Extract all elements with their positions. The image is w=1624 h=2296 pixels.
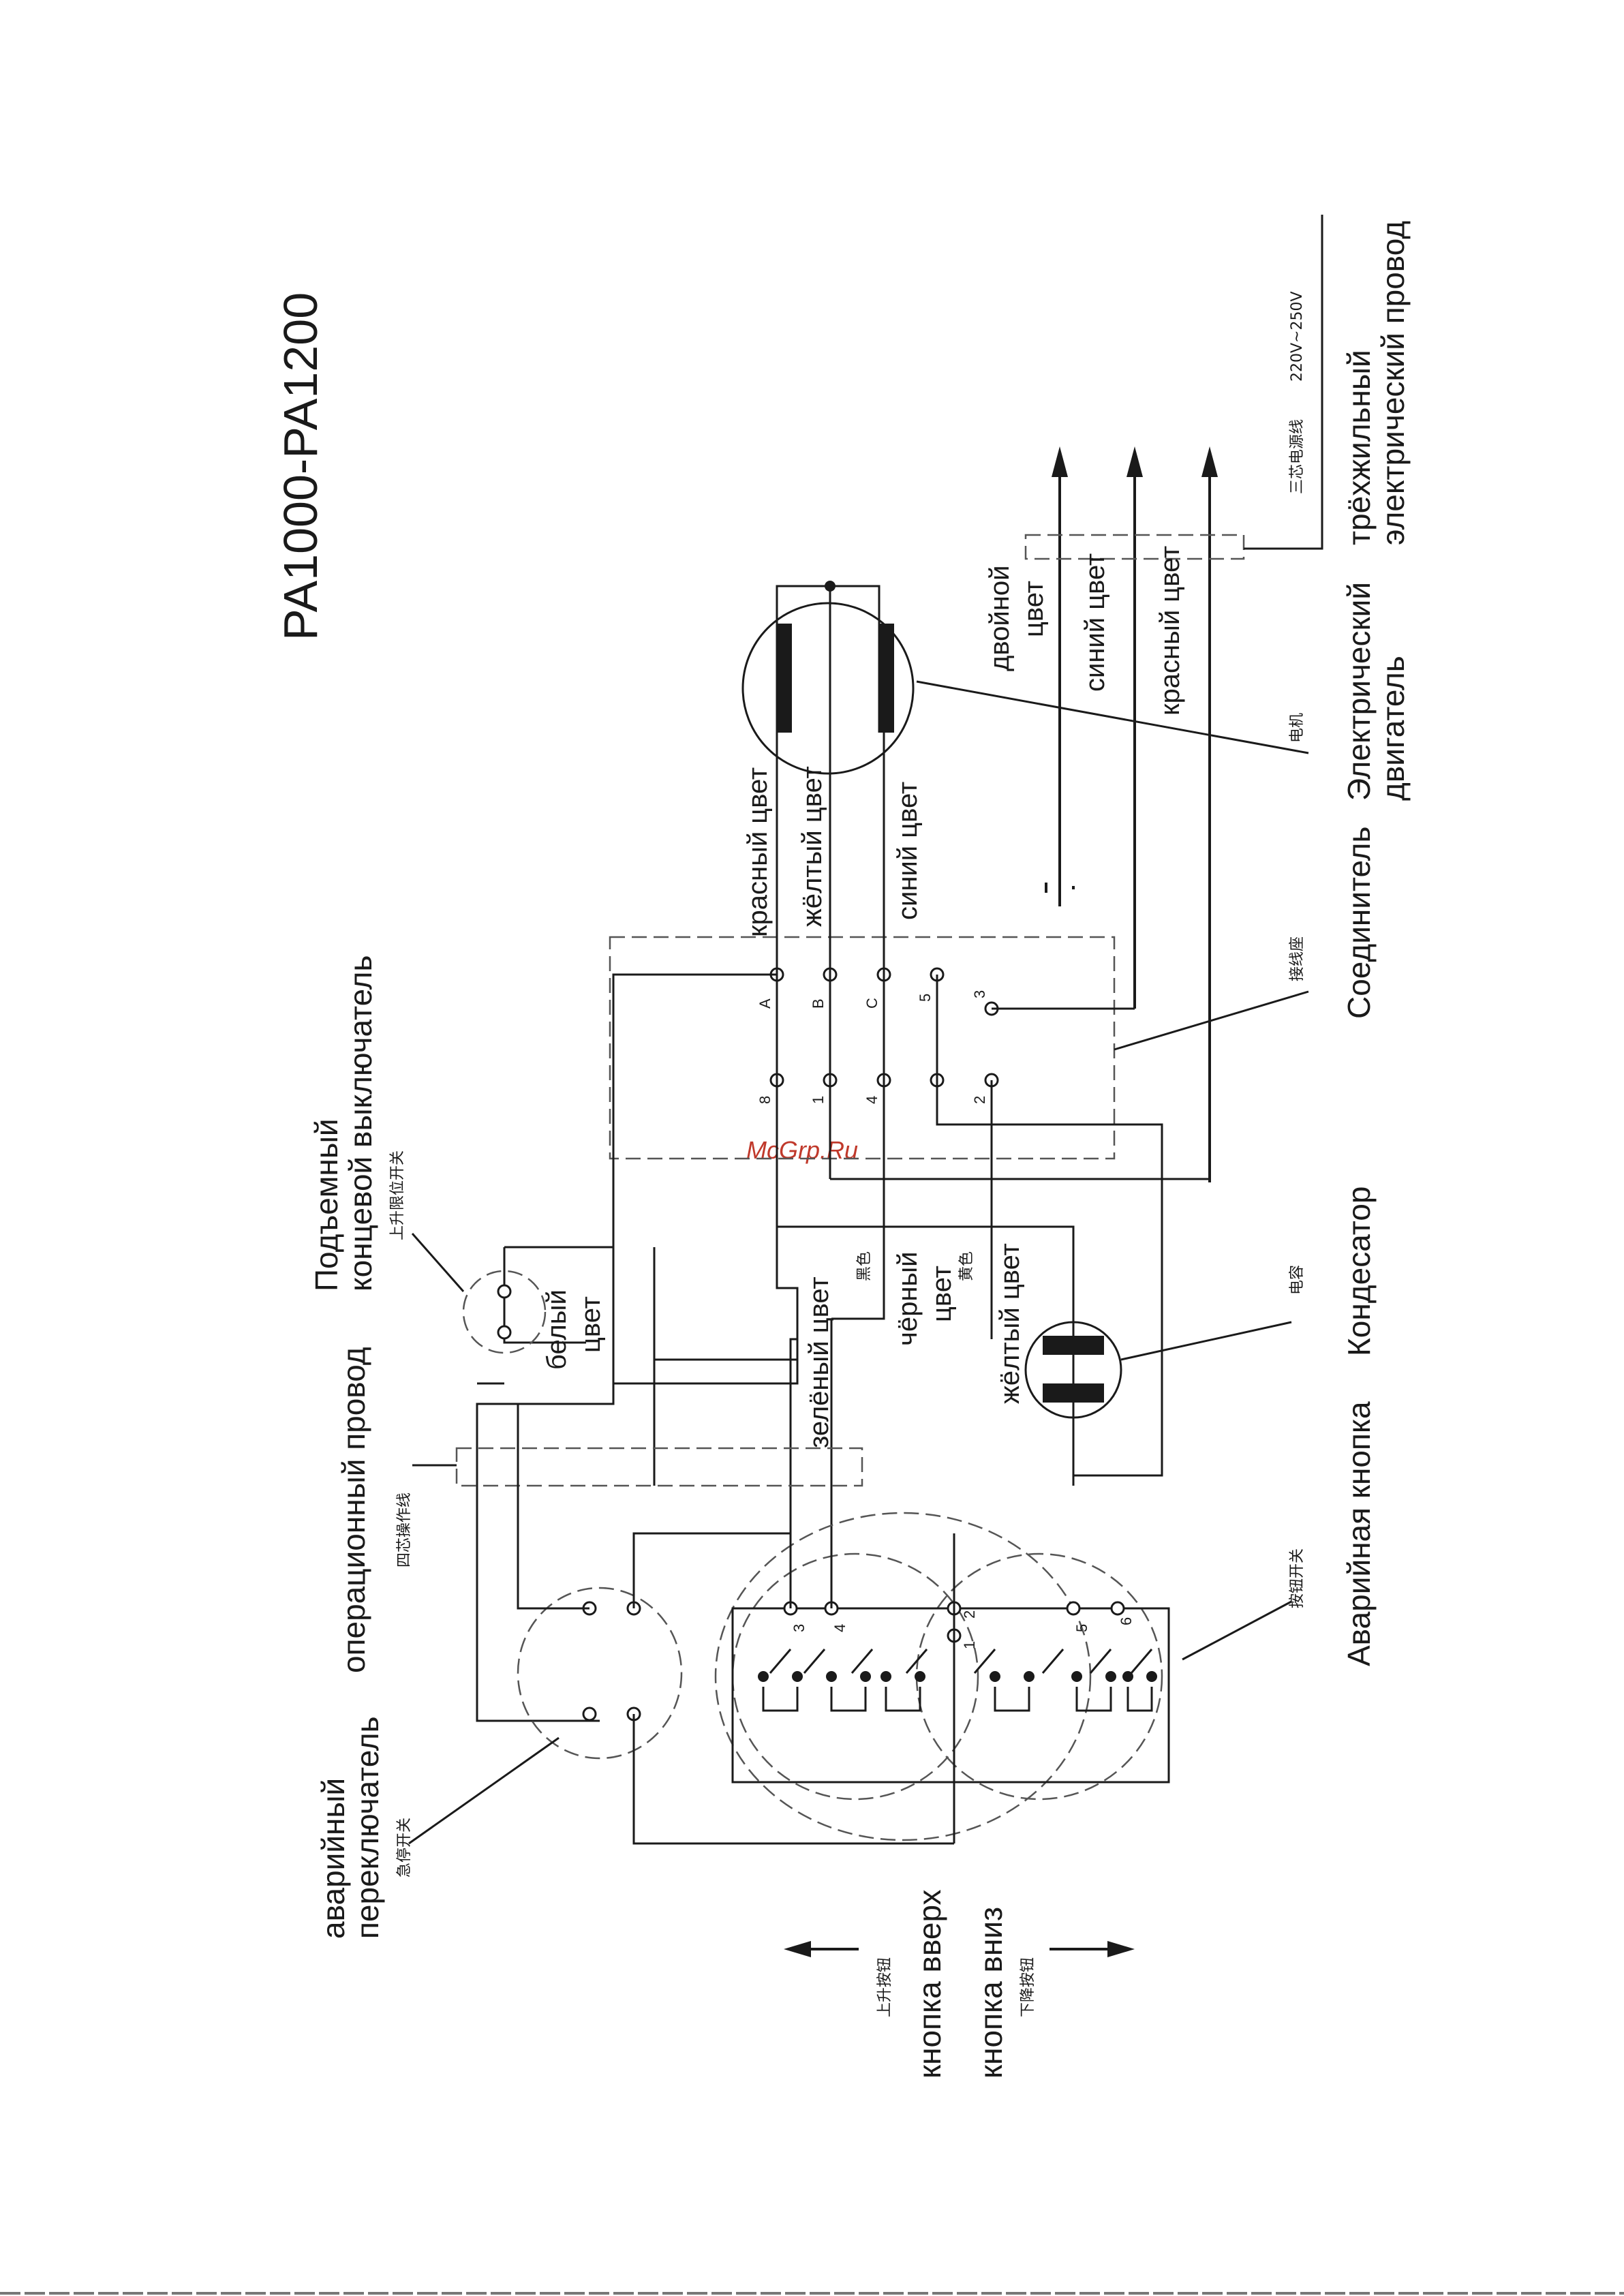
power-cable-label-1: трёхжильный	[1341, 350, 1377, 545]
emergency-switch	[517, 1404, 954, 1845]
switch-terminal-1: 1	[961, 1641, 978, 1649]
motor	[741, 581, 915, 775]
up-button-label: кнопка вверх	[912, 1889, 947, 2079]
wire-color-black-2: цвет	[927, 1266, 957, 1322]
connector-leader	[1114, 990, 1309, 1051]
terminal-8: 8	[756, 1096, 773, 1104]
wire-color-double-2: цвет	[1019, 581, 1049, 637]
capacitor-leader	[1120, 1321, 1292, 1361]
wiring-lines	[476, 586, 1210, 1722]
limit-switch-label-2: концевой выключатель	[343, 955, 378, 1291]
switch-terminal-6: 6	[1118, 1617, 1135, 1625]
wire-color-white-2: цвет	[576, 1296, 606, 1353]
power-cable-voltage: 220V~250V	[1289, 291, 1306, 382]
wire-color-green: зелёный цвет	[804, 1276, 834, 1448]
capacitor	[1024, 1321, 1122, 1419]
connector-label-cn: 接线座	[1289, 936, 1306, 981]
switch-terminal-2: 2	[961, 1610, 978, 1619]
wire-color-double: двойной	[985, 566, 1015, 671]
ground-symbol-icon	[1045, 869, 1075, 906]
limit-switch-label-1: Подъемный	[309, 1118, 344, 1291]
terminal-a: A	[756, 998, 773, 1009]
terminal-4: 4	[863, 1096, 880, 1104]
limit-switch-leader	[411, 1233, 465, 1292]
wire-color-black: чёрный	[893, 1251, 923, 1346]
motor-label-cn: 电机	[1289, 713, 1306, 743]
motor-leader	[916, 680, 1309, 754]
emergency-switch-label-cn: 急停开关	[396, 1818, 413, 1878]
emergency-switch-label-2: переключатель	[350, 1716, 385, 1939]
limit-switch	[462, 1270, 547, 1354]
watermark: McGrp.Ru	[746, 1136, 858, 1164]
diagram-title: PA1000-PA1200	[274, 292, 327, 641]
wire-color-white: белый	[542, 1289, 572, 1370]
switch-terminal-3: 3	[791, 1624, 808, 1632]
capacitor-label: Кондесатор	[1341, 1187, 1377, 1357]
power-cable-leader	[1244, 215, 1323, 550]
emergency-button	[714, 1512, 1170, 1843]
terminal-5: 5	[917, 994, 934, 1002]
wire-color-red-cable: красный цвет	[1155, 546, 1185, 716]
terminal-c: C	[863, 998, 880, 1009]
up-button-label-cn: 上升按钮	[876, 1957, 893, 2017]
switch-terminal-5: 5	[1073, 1624, 1090, 1632]
power-cable-label-2: электрический провод	[1375, 221, 1411, 545]
terminal-2: 2	[971, 1096, 988, 1104]
down-button-label: кнопка вниз	[973, 1907, 1009, 2079]
emergency-switch-leader	[408, 1736, 560, 1845]
connector-label: Соединитель	[1341, 827, 1377, 1019]
wire-color-yellow-cn: 黄色	[958, 1251, 975, 1281]
motor-label-2: двигатель	[1375, 656, 1411, 801]
wire-color-yellow: жёлтый цвет	[995, 1243, 1025, 1404]
operation-wire-label: операционный провод	[336, 1347, 371, 1673]
power-cable-sheath	[1024, 534, 1245, 560]
motor-label-1: Электрический	[1341, 582, 1377, 801]
terminal-1: 1	[810, 1096, 827, 1104]
terminal-b: B	[810, 998, 827, 1009]
motor-wire-red: красный цвет	[743, 767, 773, 937]
emergency-button-leader	[1182, 1600, 1292, 1661]
operation-wire-sheath	[455, 1447, 863, 1487]
power-cable-label-cn: 三芯电源线	[1289, 419, 1306, 494]
motor-wire-yellow: жёлтый цвет	[797, 766, 827, 927]
emergency-button-label-cn: 按钮开关	[1289, 1548, 1306, 1608]
terminal-3: 3	[971, 990, 988, 998]
power-cable-arrows	[1052, 446, 1218, 1182]
limit-switch-label-cn: 上升限位开关	[389, 1150, 406, 1240]
motor-wire-blue: синий цвет	[893, 782, 923, 920]
up-down-arrows	[784, 1941, 1135, 1957]
operation-wire-label-cn: 四芯操作线	[396, 1493, 413, 1567]
emergency-button-label: Аварийная кнопка	[1341, 1401, 1377, 1666]
emergency-switch-label-1: аварийный	[316, 1778, 351, 1939]
wire-color-black-cn: 黑色	[856, 1251, 873, 1281]
switch-terminal-4: 4	[831, 1624, 848, 1632]
wire-color-blue-cable: синий цвет	[1080, 553, 1110, 692]
connector-box	[609, 936, 1116, 1160]
down-button-label-cn: 下降按钮	[1020, 1957, 1037, 2017]
capacitor-label-cn: 电容	[1289, 1265, 1306, 1295]
